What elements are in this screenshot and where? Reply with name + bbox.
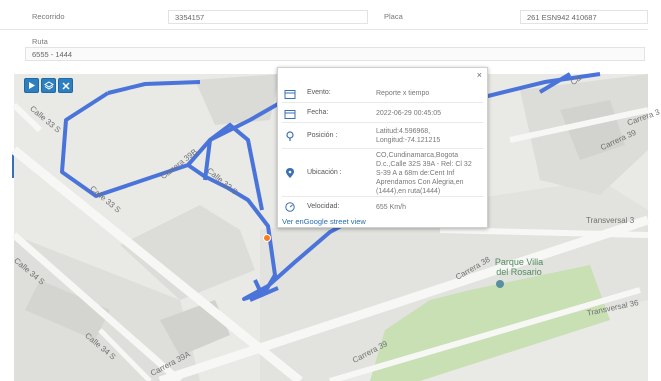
popup-row-speed: Velocidad: 655 Km/h	[282, 198, 483, 216]
speed-value: 655 Km/h	[376, 204, 406, 211]
popup-row-location: Ubicación : CO,Cundinamarca,Bogota D.c.,…	[282, 150, 483, 197]
placa-label: Placa	[384, 12, 403, 21]
form-row: Recorrido 3354157 Placa 261 ESN942 41068…	[0, 0, 648, 30]
popup-row-date: Fecha: 2022-06-29 00:45:05	[282, 104, 483, 123]
ruta-field[interactable]: 6555 - 1444	[25, 47, 645, 61]
event-value: Reporte x tiempo	[376, 90, 430, 97]
speed-key: Velocidad:	[307, 203, 340, 210]
layers-icon	[43, 80, 54, 90]
play-icon	[29, 82, 35, 89]
tools-icon	[61, 81, 70, 90]
layers-button[interactable]	[41, 78, 56, 93]
event-info-popup: × Evento: Reporte x tiempo Fecha: 2022-0…	[277, 67, 488, 228]
location-key: Ubicación :	[307, 169, 342, 176]
close-icon[interactable]: ×	[476, 70, 482, 80]
position-key: Posición :	[307, 132, 338, 139]
calendar-icon	[284, 90, 296, 99]
ruta-label: Ruta	[32, 37, 48, 46]
event-key: Evento:	[307, 89, 331, 96]
location-value: CO,Cundinamarca,Bogota D.c.,Calle 32S 39…	[376, 152, 472, 195]
recorrido-label: Recorrido	[32, 12, 65, 21]
street-label: Transversal 3	[586, 216, 635, 225]
park-marker	[496, 280, 504, 288]
calendar-icon	[284, 110, 296, 119]
side-indicator	[12, 152, 15, 178]
position-value: Latitud:4.596968, Longitud:-74.121215	[376, 128, 441, 144]
map-pin-icon	[286, 131, 294, 141]
popup-row-position: Posición : Latitud:4.596968, Longitud:-7…	[282, 124, 483, 149]
park-label: Parque Villa del Rosario	[494, 257, 544, 277]
placa-field[interactable]: 261 ESN942 410687	[520, 10, 648, 24]
date-key: Fecha:	[307, 109, 329, 116]
location-icon	[286, 168, 294, 178]
map-canvas	[11, 72, 650, 381]
filter-form: Recorrido 3354157 Placa 261 ESN942 41068…	[0, 0, 648, 74]
map-view[interactable]: Calle 33 S Calle 33 S Carrera 39B Calle …	[11, 72, 661, 381]
play-button[interactable]	[24, 78, 39, 93]
tools-button[interactable]	[58, 78, 73, 93]
date-value: 2022-06-29 00:45:05	[376, 110, 441, 117]
street-view-link[interactable]: Ver enGoogle street view	[282, 217, 366, 226]
popup-row-event: Evento: Reporte x tiempo	[282, 84, 483, 103]
map-toolbar	[24, 78, 73, 93]
speedometer-icon	[285, 202, 295, 212]
vehicle-marker[interactable]	[263, 234, 271, 242]
recorrido-field[interactable]: 3354157	[168, 10, 368, 24]
